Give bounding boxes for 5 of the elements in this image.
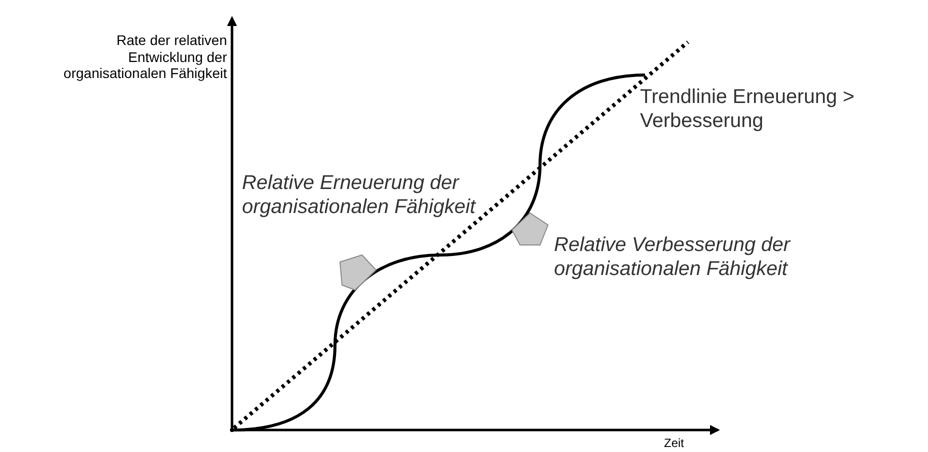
annotation-text: Trendlinie Erneuerung > Verbesserung	[640, 86, 856, 134]
axis-title: Rate der relativen Entwicklung der organisationalen Fähigkeit	[62, 32, 227, 82]
axis-label: Zeit	[664, 436, 686, 450]
annotation-text: Relative Verbesserung der organisationalen Fähigkeit	[554, 234, 792, 282]
annotation-text: Relative Erneuerung der organisationalen Fähigkeit	[242, 172, 477, 220]
